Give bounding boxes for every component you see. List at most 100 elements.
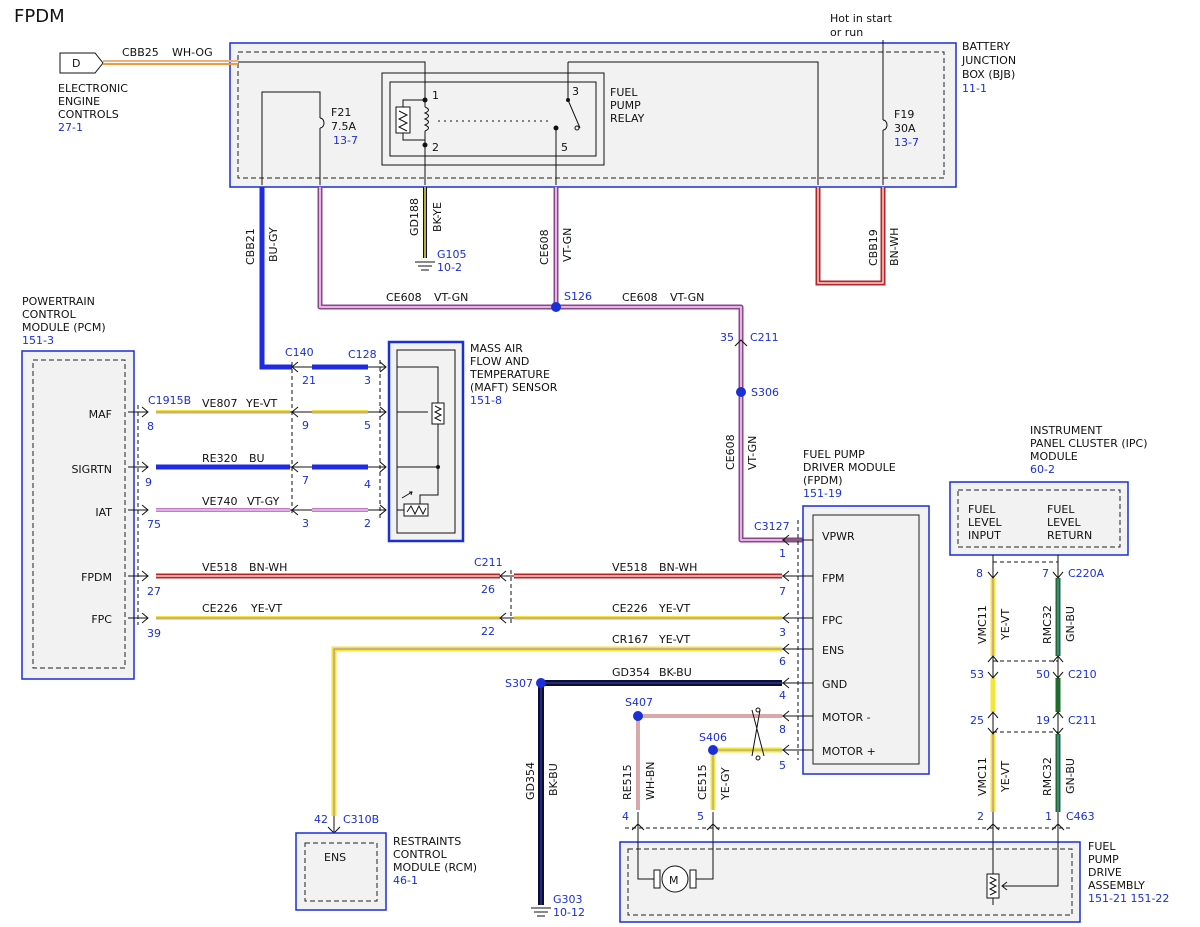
maf-resistor-zigzag: [433, 405, 443, 422]
relay-pin-2: 2: [432, 141, 439, 154]
fpdm-pin-4: 4: [779, 689, 786, 702]
splice-s126[interactable]: [551, 302, 561, 312]
fpdm-arrows: [782, 534, 813, 756]
fpdm-ref[interactable]: 151-19: [803, 487, 842, 500]
ipc-label-1: INSTRUMENT: [1030, 424, 1103, 437]
cbb25-color: WH-OG: [172, 46, 213, 59]
pump-motor-icon: [661, 865, 689, 893]
c211-top-arrow: [734, 339, 748, 347]
maft-ref[interactable]: 151-8: [470, 394, 502, 407]
twisted-pair-bottom: [755, 755, 761, 761]
c140-label[interactable]: C140: [285, 346, 314, 359]
vmc11a-color: YE-VT: [999, 608, 1012, 641]
g303-name[interactable]: G303: [553, 893, 583, 906]
g303-ref[interactable]: 10-12: [553, 906, 585, 919]
fuse-f21-icon: [319, 95, 325, 185]
ce608v-color: VT-GN: [561, 228, 574, 262]
re320-circuit: RE320: [202, 452, 238, 465]
wire-ce608-group: [317, 187, 803, 543]
gd354v-color: BK-BU: [547, 763, 560, 796]
pcm-pin-sigrtn: SIGRTN: [71, 463, 112, 476]
bjb-ref[interactable]: 11-1: [962, 82, 987, 95]
relay-outer: [381, 72, 605, 166]
rcm-label-2: CONTROL: [393, 848, 448, 861]
fpdm-pin-3: 3: [779, 626, 786, 639]
f21-amp: 7.5A: [331, 120, 356, 133]
c128-label[interactable]: C128: [348, 348, 377, 361]
relay-contact: [574, 125, 580, 131]
ipc-ref[interactable]: 60-2: [1030, 463, 1055, 476]
c3127-label[interactable]: C3127: [754, 520, 790, 533]
s307-label[interactable]: S307: [505, 677, 533, 690]
c310b-pin-42: 42: [314, 813, 328, 826]
ipc-connector-arrows: [987, 555, 1064, 735]
fpdm-pin-ens: ENS: [822, 644, 844, 657]
relay-label-3: RELAY: [610, 112, 645, 125]
fpdm-label-1: FUEL PUMP: [803, 448, 865, 461]
iat-thermistor-icon: [403, 503, 429, 517]
fuse-f19-icon: [882, 119, 888, 185]
gd354h-circuit: GD354: [612, 666, 650, 679]
ipc-pin-7: 7: [1042, 567, 1049, 580]
g105-ref[interactable]: 10-2: [437, 261, 462, 274]
gd188-color: BK-YE: [431, 202, 444, 232]
eec-label-2: ENGINE: [58, 95, 100, 108]
c463-pin-1: 1: [1045, 810, 1052, 823]
ce608d-circuit: CE608: [724, 434, 737, 470]
ce226b-color: YE-VT: [658, 602, 691, 615]
fpdm-inner: [812, 514, 920, 765]
splice-s407[interactable]: [633, 711, 643, 721]
rcm-pin-ens: ENS: [324, 851, 346, 864]
c310b-label[interactable]: C310B: [343, 813, 379, 826]
ipc-in2-l2: LEVEL: [1047, 516, 1082, 529]
fpdm-pin-fpc: FPC: [822, 614, 843, 627]
c1915b-pin-8: 8: [147, 420, 154, 433]
pcm-pin-fpc: FPC: [91, 613, 112, 626]
hot-note-1: Hot in start: [830, 12, 893, 25]
rmc32b-circuit: RMC32: [1041, 757, 1054, 796]
splice-s306[interactable]: [736, 387, 746, 397]
page-title: FPDM: [14, 6, 65, 27]
c463-label[interactable]: C463: [1066, 810, 1095, 823]
ipc-in1-l1: FUEL: [968, 503, 996, 516]
s407-label[interactable]: S407: [625, 696, 653, 709]
bjb-pin3-trace: [568, 61, 819, 185]
s306-label[interactable]: S306: [751, 386, 779, 399]
ipc-in1-l2: LEVEL: [968, 516, 1003, 529]
f19-ref[interactable]: 13-7: [894, 136, 919, 149]
eec-label-1: ELECTRONIC: [58, 82, 128, 95]
pcm-ref[interactable]: 151-3: [22, 334, 54, 347]
fpdm-pin-1: 1: [779, 547, 786, 560]
splice-s307[interactable]: [536, 678, 546, 688]
rcm-inner: [304, 842, 378, 902]
maft-label-1: MASS AIR: [470, 342, 523, 355]
bjb-label-1: BATTERY: [962, 40, 1010, 53]
re320-color: BU: [249, 452, 265, 465]
fuel-level-zigzag: [988, 876, 998, 896]
f21-ref[interactable]: 13-7: [333, 134, 358, 147]
c1915b-label[interactable]: C1915B: [148, 394, 191, 407]
c220a-label[interactable]: C220A: [1068, 567, 1105, 580]
c210-label[interactable]: C210: [1068, 668, 1097, 681]
s406-label[interactable]: S406: [699, 731, 727, 744]
relay-label-2: PUMP: [610, 99, 641, 112]
eec-ref[interactable]: 27-1: [58, 121, 83, 134]
c211-ipc-label[interactable]: C211: [1068, 714, 1097, 727]
ipc-pin-8: 8: [976, 567, 983, 580]
relay-label-1: FUEL: [610, 86, 638, 99]
s126-label[interactable]: S126: [564, 290, 592, 303]
g105-name[interactable]: G105: [437, 248, 467, 261]
rcm-ref[interactable]: 46-1: [393, 874, 418, 887]
ve518a-color: BN-WH: [249, 561, 287, 574]
vmc11a-circuit: VMC11: [976, 605, 989, 644]
pump-ref[interactable]: 151-21 151-22: [1088, 892, 1169, 905]
cr167-circuit: CR167: [612, 633, 648, 646]
re515-color: WH-BN: [644, 762, 657, 801]
c211-mid-label[interactable]: C211: [474, 556, 503, 569]
c211-top-label[interactable]: C211: [750, 331, 779, 344]
c140-pin-9: 9: [302, 419, 309, 432]
splice-s406[interactable]: [708, 745, 718, 755]
pump-label-1: FUEL: [1088, 840, 1116, 853]
c128-pin-4: 4: [364, 478, 371, 491]
rcm-label-1: RESTRAINTS: [393, 835, 461, 848]
